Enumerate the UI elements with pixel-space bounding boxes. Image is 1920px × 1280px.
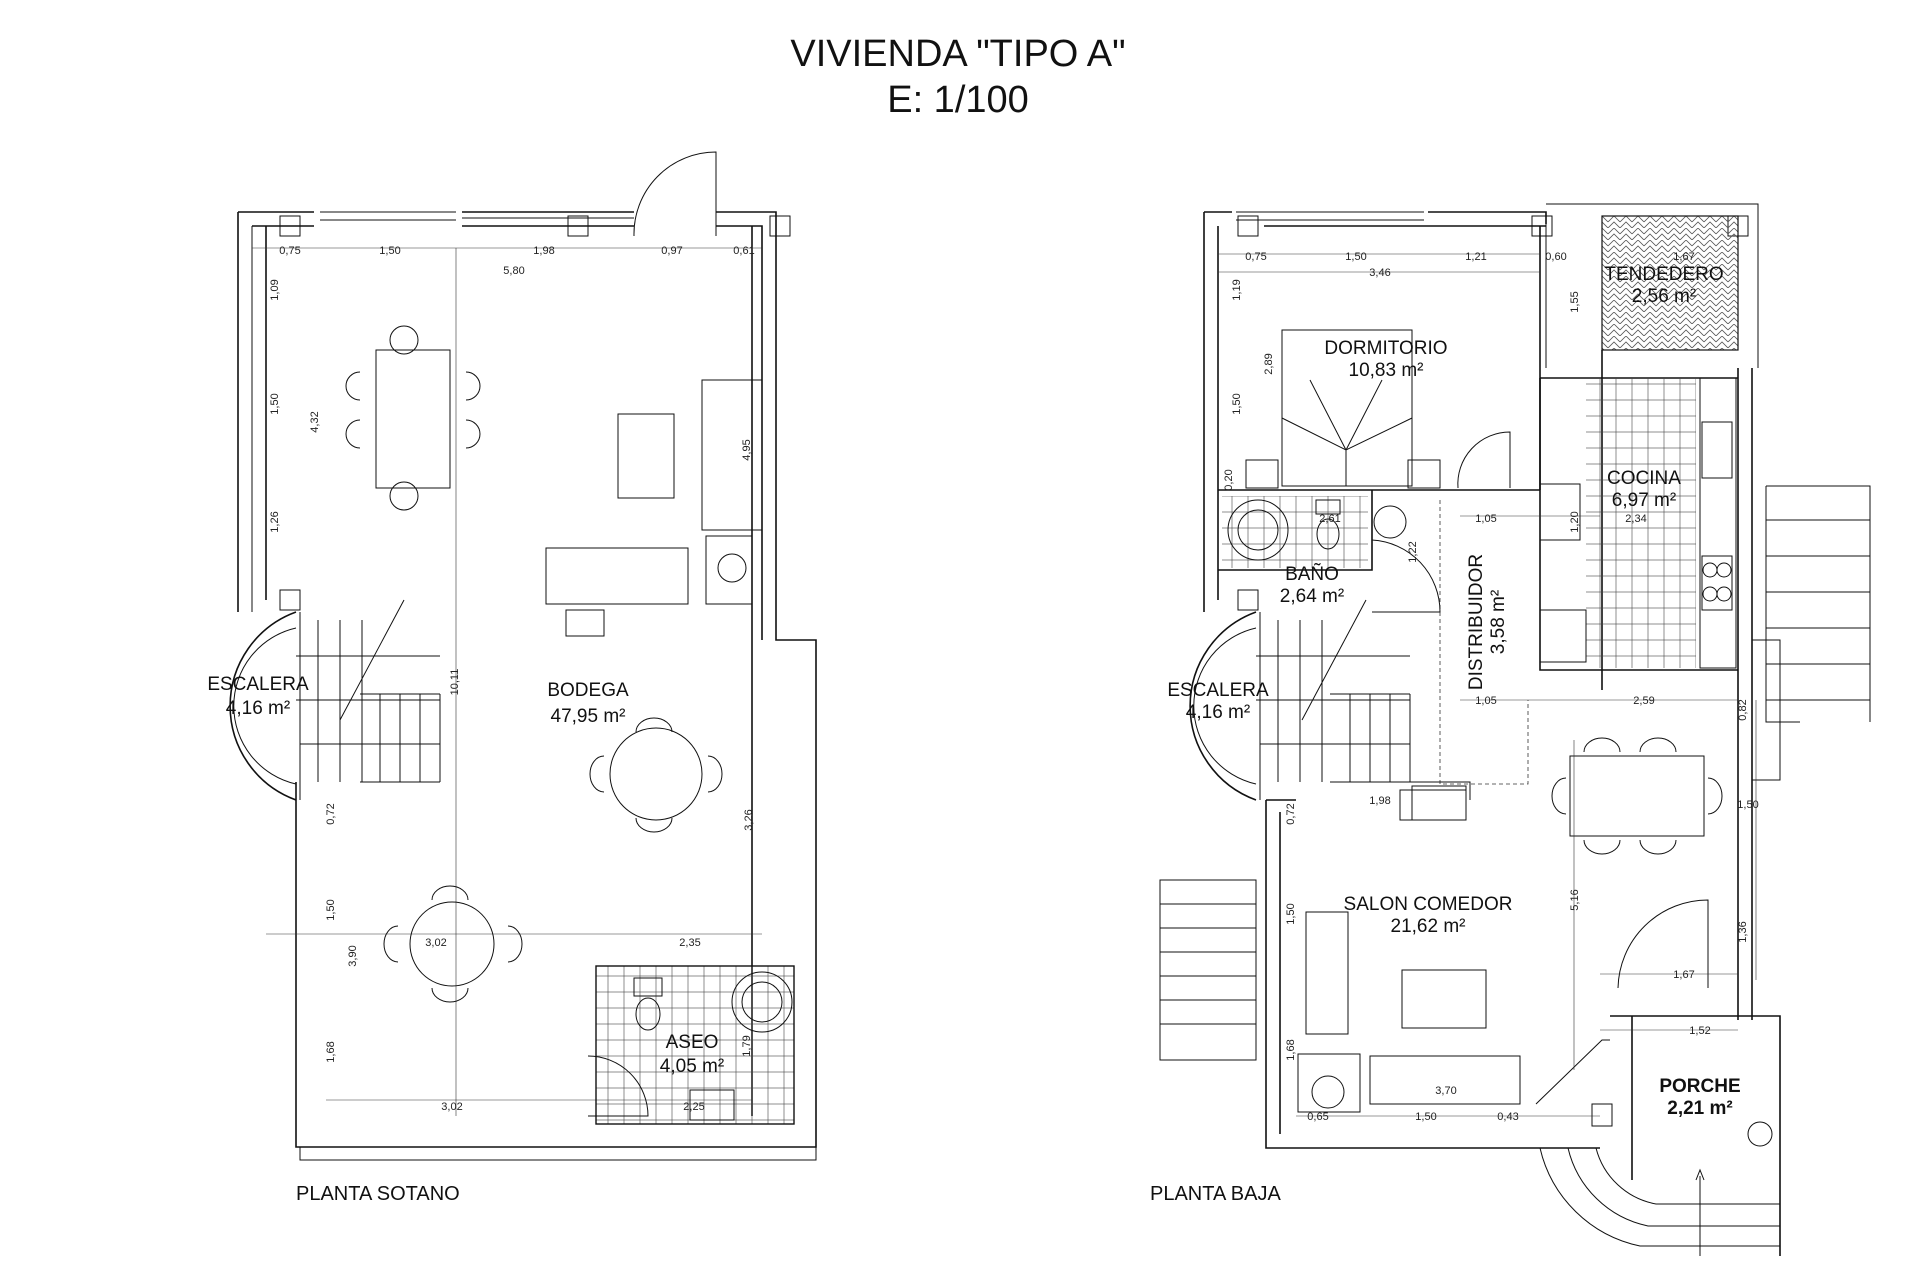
dim-label: 2,59 bbox=[1633, 695, 1654, 707]
dim-label: 3,02 bbox=[441, 1101, 462, 1113]
room-area-salon-comedor: 21,62 m² bbox=[1391, 916, 1466, 937]
dim-label: 0,61 bbox=[733, 245, 754, 257]
caption-planta-baja: PLANTA BAJA bbox=[1150, 1183, 1281, 1205]
dim-label: 2,61 bbox=[1319, 513, 1340, 525]
room-area-sotano-escalera: 4,16 m² bbox=[226, 698, 290, 719]
sotano-dimensions: 0,75 1,50 1,98 0,97 0,61 5,80 1,09 1,50 … bbox=[269, 245, 755, 1113]
drawing-title: VIVIENDA "TIPO A" bbox=[790, 33, 1125, 75]
room-area-tendedero: 2,56 m² bbox=[1632, 286, 1696, 307]
dim-label: 10,11 bbox=[449, 669, 461, 696]
dim-label: 1,79 bbox=[741, 1035, 753, 1056]
dim-label: 2,34 bbox=[1625, 513, 1646, 525]
dim-label: 1,68 bbox=[1285, 1039, 1297, 1060]
room-name-baja-escalera: ESCALERA bbox=[1167, 680, 1269, 701]
drawing-scale: E: 1/100 bbox=[887, 79, 1029, 121]
dim-label: 1,50 bbox=[325, 899, 337, 920]
room-name-cocina: COCINA bbox=[1607, 468, 1681, 489]
dim-label: 0,20 bbox=[1223, 469, 1235, 490]
dim-label: 1,50 bbox=[1285, 903, 1297, 924]
dim-label: 1,19 bbox=[1231, 279, 1243, 300]
room-area-bano: 2,64 m² bbox=[1280, 586, 1344, 607]
dim-label: 1,67 bbox=[1673, 251, 1694, 263]
dim-label: 3,46 bbox=[1369, 267, 1390, 279]
dim-label: 1,50 bbox=[1415, 1111, 1436, 1123]
dim-label: 2,35 bbox=[679, 937, 700, 949]
dim-label: 0,72 bbox=[1285, 803, 1297, 824]
planta-sotano bbox=[229, 151, 817, 1161]
dim-label: 4,32 bbox=[309, 411, 321, 432]
dim-label: 1,68 bbox=[325, 1041, 337, 1062]
room-area-baja-escalera: 4,16 m² bbox=[1186, 702, 1250, 723]
dim-label: 1,36 bbox=[1737, 921, 1749, 942]
room-name-bodega: BODEGA bbox=[547, 680, 629, 701]
room-name-salon-comedor: SALON COMEDOR bbox=[1344, 894, 1513, 915]
room-name-sotano-escalera: ESCALERA bbox=[207, 674, 309, 695]
dim-label: 0,75 bbox=[1245, 251, 1266, 263]
dim-label: 1,09 bbox=[269, 279, 281, 300]
dim-label: 1,98 bbox=[1369, 795, 1390, 807]
dim-label: 1,50 bbox=[379, 245, 400, 257]
dim-label: 0,60 bbox=[1545, 251, 1566, 263]
room-area-aseo: 4,05 m² bbox=[660, 1056, 724, 1077]
dim-label: 1,50 bbox=[1231, 393, 1243, 414]
dim-label: 1,22 bbox=[1407, 541, 1419, 562]
dim-label: 3,02 bbox=[425, 937, 446, 949]
room-name-tendedero: TENDEDERO bbox=[1604, 264, 1723, 285]
dim-label: 0,75 bbox=[279, 245, 300, 257]
dim-label: 1,55 bbox=[1569, 291, 1581, 312]
dim-label: 3,90 bbox=[347, 945, 359, 966]
distribuidor-label-group: DISTRIBUIDOR 3,58 m² bbox=[1466, 554, 1509, 690]
dim-label: 1,50 bbox=[269, 393, 281, 414]
dim-label: 1,20 bbox=[1569, 511, 1581, 532]
room-area-cocina: 6,97 m² bbox=[1612, 490, 1676, 511]
dim-label: 1,21 bbox=[1465, 251, 1486, 263]
caption-planta-sotano: PLANTA SOTANO bbox=[296, 1183, 460, 1205]
planta-baja bbox=[1159, 203, 1871, 1256]
room-area-porche: 2,21 m² bbox=[1667, 1098, 1732, 1119]
dim-label: 0,72 bbox=[325, 803, 337, 824]
dim-label: 1,52 bbox=[1689, 1025, 1710, 1037]
room-name-distribuidor: DISTRIBUIDOR bbox=[1466, 554, 1487, 690]
baja-dimensions: 0,75 1,50 1,21 0,60 1,67 3,46 1,19 2,89 … bbox=[1223, 251, 1759, 1123]
dim-label: 0,97 bbox=[661, 245, 682, 257]
dim-label: 1,98 bbox=[533, 245, 554, 257]
room-name-dormitorio: DORMITORIO bbox=[1324, 338, 1447, 359]
dim-label: 1,05 bbox=[1475, 695, 1496, 707]
dim-label: 4,95 bbox=[741, 439, 753, 460]
room-name-porche: PORCHE bbox=[1659, 1076, 1740, 1097]
dim-label: 0,82 bbox=[1737, 699, 1749, 720]
dim-label: 1,67 bbox=[1673, 969, 1694, 981]
dim-label: 2,89 bbox=[1263, 353, 1275, 374]
room-area-bodega: 47,95 m² bbox=[551, 706, 626, 727]
dim-label: 5,16 bbox=[1569, 889, 1581, 910]
dim-label: 1,26 bbox=[269, 511, 281, 532]
room-name-aseo: ASEO bbox=[666, 1032, 719, 1053]
dim-label: 1,50 bbox=[1345, 251, 1366, 263]
dim-label: 3,26 bbox=[743, 809, 755, 830]
room-area-distribuidor: 3,58 m² bbox=[1488, 590, 1509, 654]
dim-label: 2,25 bbox=[683, 1101, 704, 1113]
dim-label: 1,50 bbox=[1737, 799, 1758, 811]
room-name-bano: BAÑO bbox=[1285, 563, 1339, 585]
room-area-dormitorio: 10,83 m² bbox=[1349, 360, 1424, 381]
dim-label: 3,70 bbox=[1435, 1085, 1456, 1097]
dim-label: 0,65 bbox=[1307, 1111, 1328, 1123]
dim-label: 0,43 bbox=[1497, 1111, 1518, 1123]
dim-label: 1,05 bbox=[1475, 513, 1496, 525]
dim-label: 5,80 bbox=[503, 265, 524, 277]
